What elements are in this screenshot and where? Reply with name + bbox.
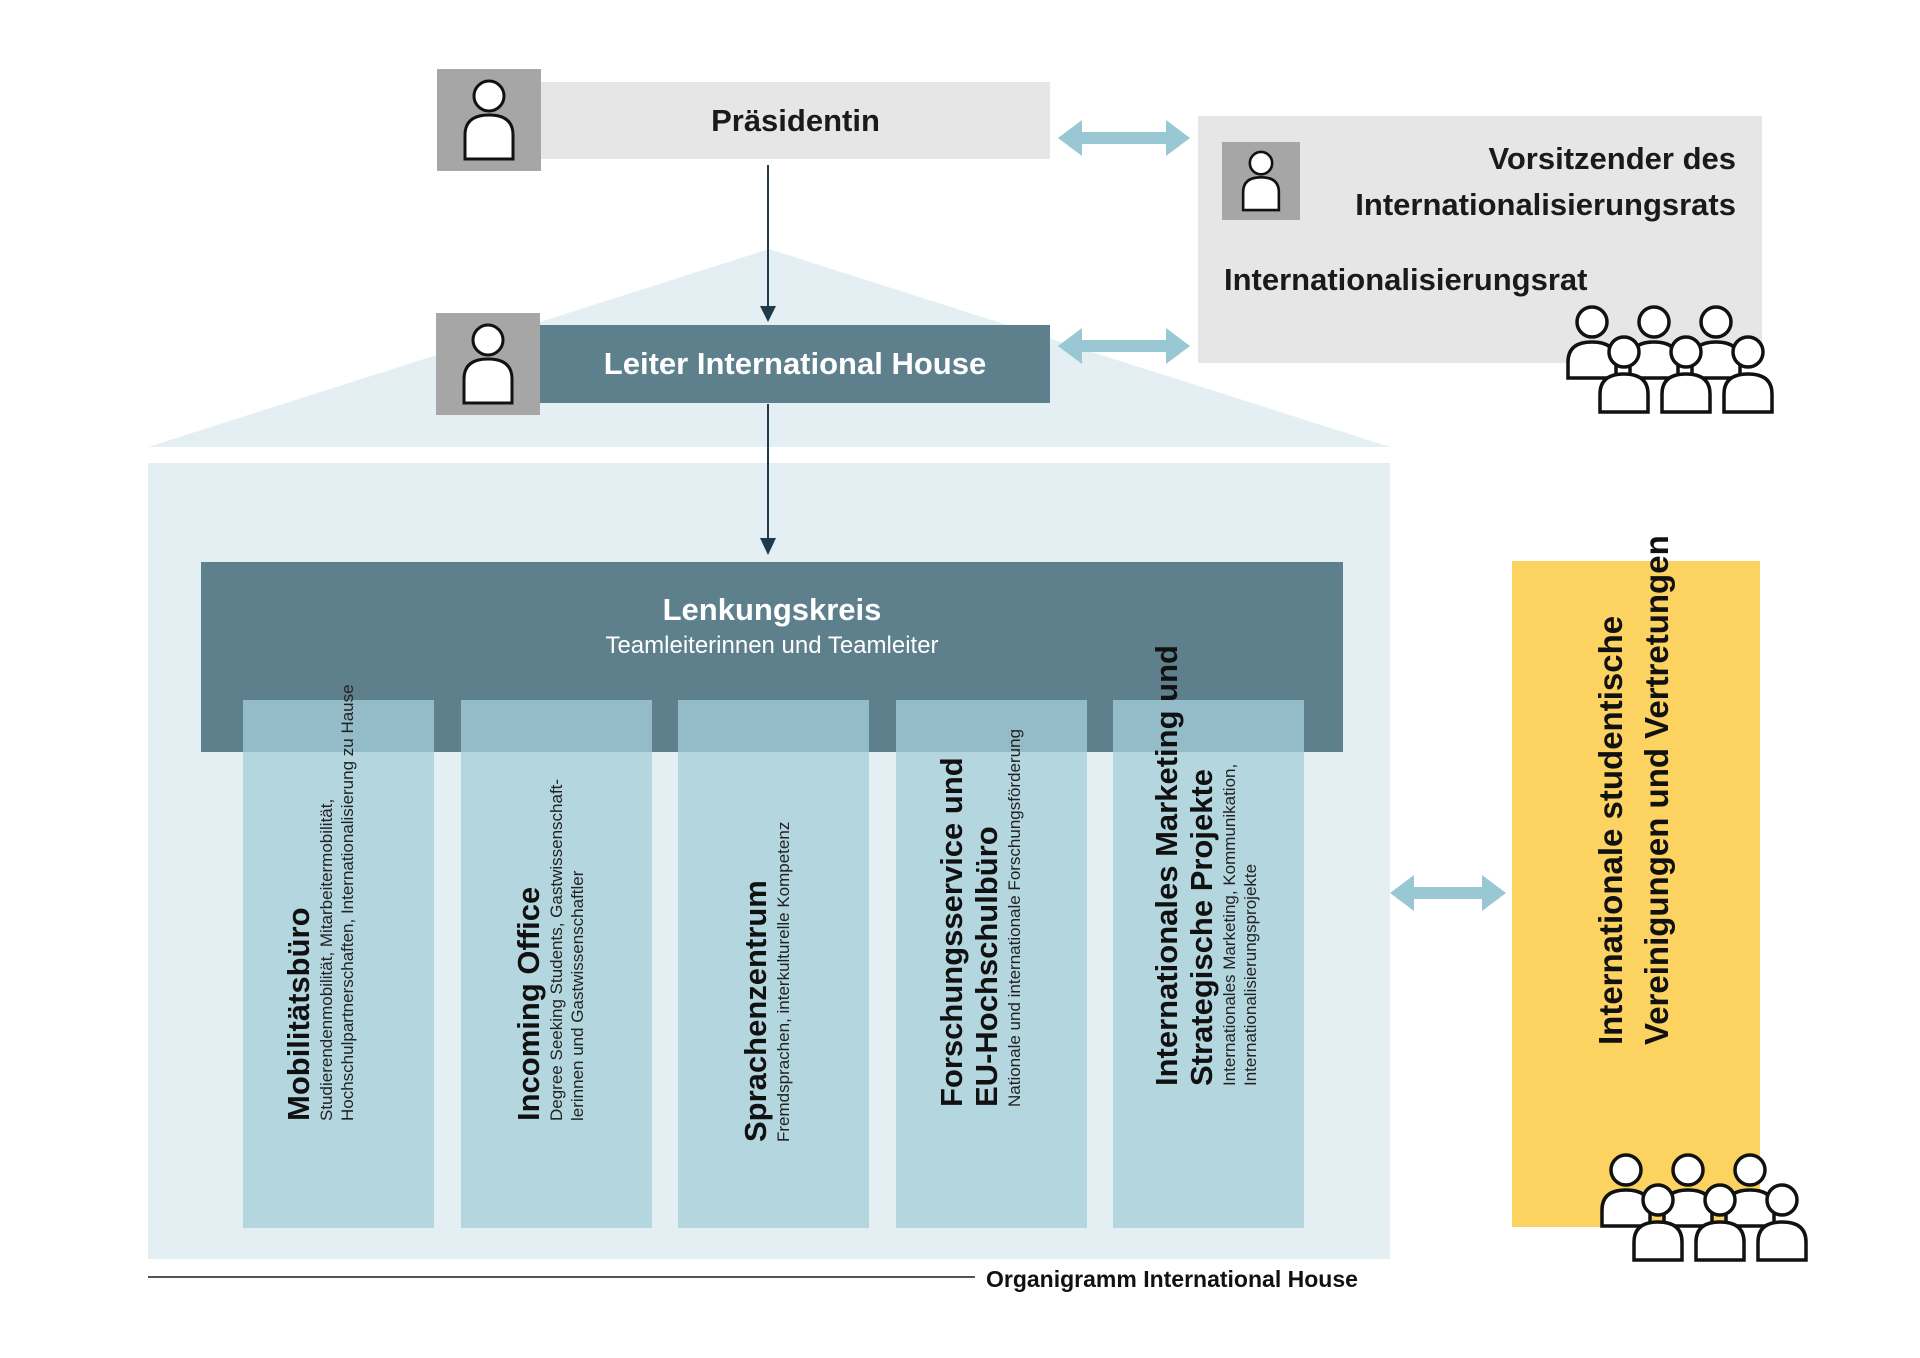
president-box: Präsidentin [541, 82, 1050, 159]
chair-title-line2: Internationalisierungsrats [1355, 187, 1736, 222]
pillar-title: Forschungsservice und EU-Hochschulbüro [933, 757, 1004, 1107]
head-avatar [436, 313, 540, 415]
pillar-cap [678, 700, 869, 752]
pillar-cap [1113, 700, 1304, 752]
group-icon [1566, 305, 1774, 414]
pillar-desc: Fremdsprachen, interkulturelle Kompetenz [773, 821, 793, 1142]
steering-title: Lenkungskreis [662, 592, 882, 627]
person-icon [463, 79, 515, 161]
head-label: Leiter International House [603, 346, 987, 381]
pillar-language: Sprachenzentrum Fremdsprachen, interkult… [678, 700, 869, 1228]
group-icon [1600, 1153, 1808, 1262]
student-groups-text: Internationale studentische Vereinigunge… [1588, 485, 1680, 1045]
student-groups-line1: Internationale studentische [1592, 615, 1629, 1045]
diagram-caption: Organigramm International House [986, 1266, 1358, 1292]
pillar-cap [896, 700, 1087, 752]
pillar-cap [461, 700, 652, 752]
person-icon [462, 323, 514, 405]
pillar-desc: Nationale und internationale Forschungsf… [1004, 728, 1024, 1107]
pillar-desc: Studierendenmobilität, Mitarbeitermobili… [316, 684, 357, 1121]
pillar-title: Internationales Marketing und Strategisc… [1148, 645, 1219, 1086]
president-avatar [437, 69, 541, 171]
chair-title: Vorsitzender des Internationalisierungsr… [1355, 136, 1736, 228]
person-icon [1241, 150, 1281, 212]
head-box: Leiter International House [540, 325, 1050, 403]
pillar-title: Sprachenzentrum [737, 880, 773, 1142]
down-arrow-icon [760, 404, 776, 555]
pillar-title: Incoming Office [510, 886, 546, 1121]
double-arrow-icon [1058, 120, 1190, 156]
pillar-mobility: Mobilitätsbüro Studierendenmobilität, Mi… [243, 684, 434, 1228]
double-arrow-icon [1390, 875, 1506, 911]
chair-avatar [1222, 142, 1300, 220]
pillar-research: Forschungsservice und EU-Hochschulbüro N… [896, 700, 1087, 1228]
chair-title-line1: Vorsitzender des [1488, 141, 1736, 176]
pillar-marketing: Internationales Marketing und Strategisc… [1113, 645, 1304, 1228]
student-groups-box: Internationale studentische Vereinigunge… [1512, 535, 1760, 1227]
pillar-incoming: Incoming Office Degree Seeking Students,… [461, 700, 652, 1228]
council-label: Internationalisierungsrat [1224, 262, 1588, 297]
steering-subtitle: Teamleiterinnen und Teamleiter [605, 632, 939, 659]
double-arrow-icon [1058, 328, 1190, 364]
down-arrow-icon [760, 165, 776, 322]
pillar-cap [243, 700, 434, 752]
president-label: Präsidentin [711, 102, 880, 138]
pillar-desc: Degree Seeking Students, Gastwissenschaf… [546, 778, 587, 1121]
pillar-desc: Internationales Marketing, Kommunikation… [1219, 763, 1260, 1086]
student-groups-line2: Vereinigungen und Vertretungen [1638, 535, 1675, 1045]
pillar-title: Mobilitätsbüro [280, 907, 316, 1121]
